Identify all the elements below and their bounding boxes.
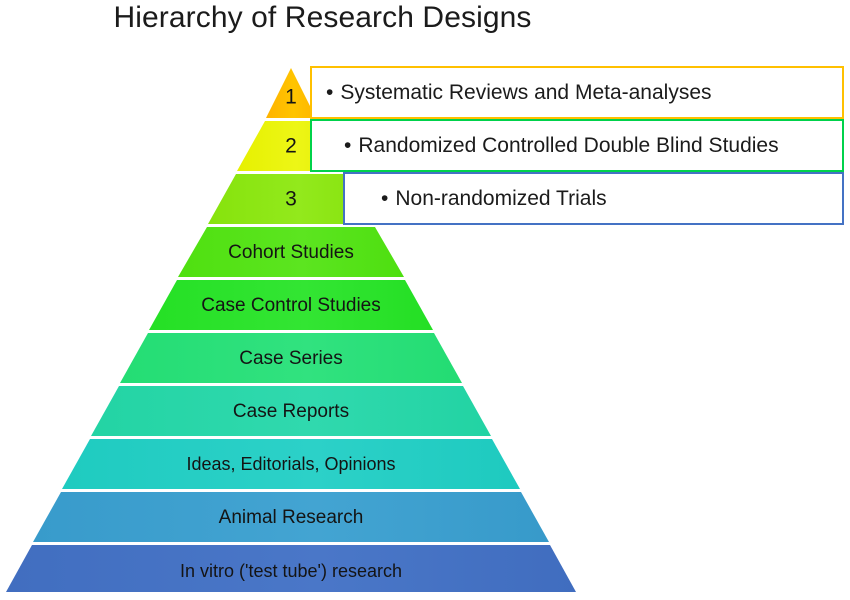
callout-2-content: •Randomized Controlled Double Blind Stud… <box>344 134 779 157</box>
bullet-icon: • <box>381 186 389 210</box>
pyramid-tier-2-label: 2 <box>285 135 297 158</box>
callout-box-level-1: •Systematic Reviews and Meta-analyses <box>310 66 844 119</box>
pyramid-tier-7 <box>91 386 491 436</box>
pyramid-tier-5-label: Case Control Studies <box>201 295 381 316</box>
bullet-icon: • <box>344 133 352 157</box>
pyramid-tier-4-label: Cohort Studies <box>228 242 354 263</box>
pyramid-tier-5 <box>149 280 433 330</box>
callout-2-text: Randomized Controlled Double Blind Studi… <box>358 133 779 157</box>
pyramid-tier-3 <box>208 174 374 224</box>
pyramid-tier-9-label: Animal Research <box>219 507 364 528</box>
callout-3-text: Non-randomized Trials <box>395 186 607 210</box>
callout-box-level-2: •Randomized Controlled Double Blind Stud… <box>310 119 844 172</box>
pyramid-tier-8 <box>62 439 520 489</box>
pyramid-tier-10-label: In vitro ('test tube') research <box>180 561 402 581</box>
callout-3-content: •Non-randomized Trials <box>381 187 607 210</box>
pyramid-tier-8-label: Ideas, Editorials, Opinions <box>186 454 395 474</box>
callout-1-text: Systematic Reviews and Meta-analyses <box>340 80 712 104</box>
pyramid-tier-6 <box>120 333 462 383</box>
pyramid-tier-9 <box>33 492 549 542</box>
pyramid-tier-1 <box>266 68 316 118</box>
pyramid-tier-3-label: 3 <box>285 188 297 211</box>
callout-box-level-3: •Non-randomized Trials <box>343 172 844 225</box>
callout-1-content: •Systematic Reviews and Meta-analyses <box>326 81 712 104</box>
pyramid-tier-6-label: Case Series <box>239 348 343 369</box>
pyramid-tier-1-label: 1 <box>285 86 297 109</box>
pyramid-tier-7-label: Case Reports <box>233 401 349 422</box>
pyramid-tier-10 <box>6 545 576 592</box>
page-title: Hierarchy of Research Designs <box>113 1 532 34</box>
bullet-icon: • <box>326 80 334 104</box>
pyramid-tier-4 <box>178 227 404 277</box>
